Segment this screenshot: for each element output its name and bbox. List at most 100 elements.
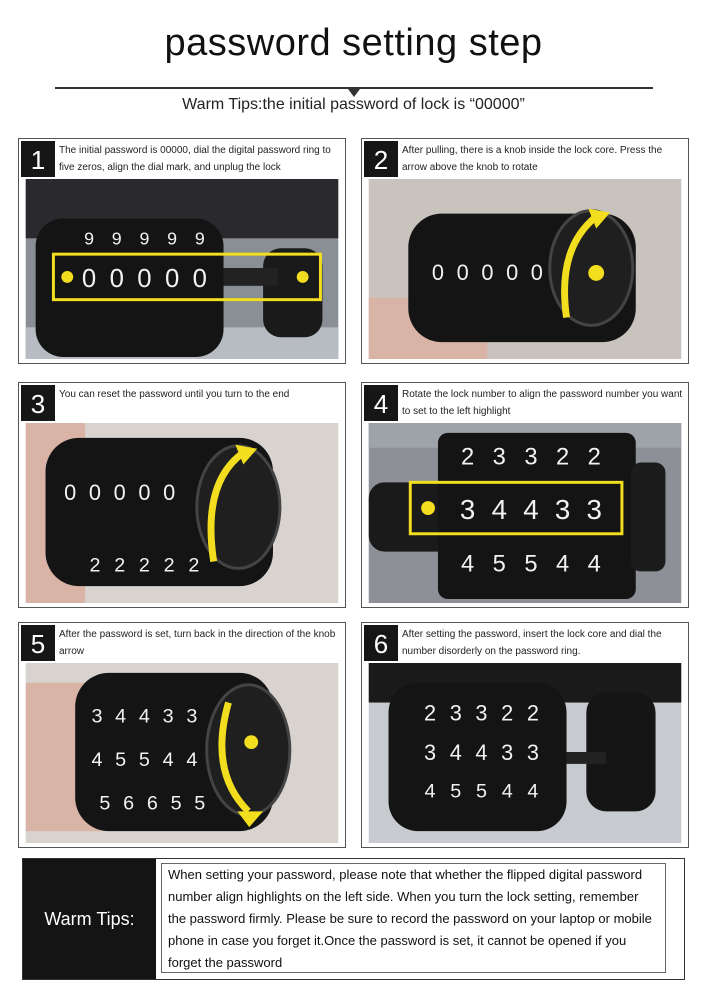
step-caption: After pulling, there is a knob inside th… (402, 145, 663, 173)
svg-text:4: 4 (556, 551, 569, 577)
svg-text:0: 0 (138, 480, 150, 505)
svg-text:5: 5 (139, 749, 150, 771)
svg-text:4: 4 (450, 740, 462, 765)
svg-text:4: 4 (91, 749, 102, 771)
step-number: 1 (21, 141, 55, 177)
svg-text:0: 0 (432, 260, 444, 285)
svg-text:6: 6 (123, 792, 134, 814)
svg-text:3: 3 (527, 740, 539, 765)
right-mark (296, 270, 309, 283)
svg-text:0: 0 (165, 265, 179, 293)
svg-text:2: 2 (188, 554, 199, 576)
svg-text:2: 2 (527, 700, 539, 725)
svg-text:4: 4 (425, 781, 436, 803)
svg-text:0: 0 (110, 265, 124, 293)
svg-text:0: 0 (481, 260, 493, 285)
warm-tips-box: Warm Tips: When setting your password, p… (22, 858, 685, 980)
svg-text:5: 5 (171, 792, 182, 814)
knob-mark (588, 265, 605, 281)
step-number: 6 (364, 625, 398, 661)
svg-text:4: 4 (588, 551, 601, 577)
svg-text:4: 4 (523, 494, 538, 525)
rotate-arrow-icon (207, 449, 246, 562)
step-3-panel: 3 You can reset the password until you t… (18, 382, 346, 608)
knob-mark (244, 735, 259, 750)
initial-password-tip: Warm Tips:the initial password of lock i… (182, 96, 525, 113)
warm-tips-label: Warm Tips: (23, 859, 156, 979)
svg-text:2: 2 (424, 700, 436, 725)
svg-text:4: 4 (186, 749, 197, 771)
svg-text:3: 3 (424, 740, 436, 765)
svg-text:3: 3 (475, 700, 487, 725)
svg-text:0: 0 (114, 480, 126, 505)
svg-text:2: 2 (139, 554, 150, 576)
svg-text:2: 2 (588, 445, 601, 471)
svg-text:0: 0 (506, 260, 518, 285)
svg-text:5: 5 (450, 781, 461, 803)
svg-text:5: 5 (194, 792, 205, 814)
svg-text:5: 5 (493, 551, 506, 577)
svg-text:5: 5 (476, 781, 487, 803)
svg-text:9: 9 (195, 228, 205, 248)
svg-text:9: 9 (139, 228, 149, 248)
step-5-panel: 5 After the password is set, turn back i… (18, 622, 346, 848)
svg-text:9: 9 (84, 228, 94, 248)
svg-text:3: 3 (460, 494, 475, 525)
svg-text:3: 3 (163, 705, 174, 727)
title-divider (55, 87, 653, 89)
svg-text:3: 3 (450, 700, 462, 725)
svg-text:2: 2 (89, 554, 100, 576)
left-mark (421, 501, 435, 515)
svg-text:5: 5 (99, 792, 110, 814)
svg-text:4: 4 (475, 740, 487, 765)
svg-text:5: 5 (115, 749, 126, 771)
svg-text:3: 3 (587, 494, 602, 525)
highlight-frame (51, 252, 322, 302)
svg-text:4: 4 (492, 494, 507, 525)
svg-text:3: 3 (501, 740, 513, 765)
svg-text:0: 0 (64, 480, 76, 505)
svg-text:2: 2 (461, 445, 474, 471)
svg-text:0: 0 (193, 265, 207, 293)
rotate-arrow-icon (218, 701, 251, 814)
svg-text:4: 4 (461, 551, 474, 577)
svg-text:9: 9 (112, 228, 122, 248)
step-number: 2 (364, 141, 398, 177)
svg-text:3: 3 (91, 705, 102, 727)
svg-text:9: 9 (167, 228, 177, 248)
svg-text:3: 3 (186, 705, 197, 727)
svg-text:4: 4 (163, 749, 174, 771)
step-2-panel: 2 After pulling, there is a knob inside … (361, 138, 689, 364)
step-caption: After setting the password, insert the l… (402, 629, 662, 657)
svg-text:2: 2 (114, 554, 125, 576)
svg-text:3: 3 (493, 445, 506, 471)
svg-text:2: 2 (556, 445, 569, 471)
svg-text:2: 2 (501, 700, 513, 725)
step-caption: After the password is set, turn back in … (59, 629, 336, 657)
svg-text:4: 4 (139, 705, 150, 727)
svg-text:2: 2 (164, 554, 175, 576)
divider-notch (348, 89, 360, 97)
step-6-panel: 6 After setting the password, insert the… (361, 622, 689, 848)
svg-text:0: 0 (89, 480, 101, 505)
svg-text:4: 4 (115, 705, 126, 727)
svg-text:4: 4 (502, 781, 513, 803)
svg-text:0: 0 (531, 260, 543, 285)
warm-tips-text: When setting your password, please note … (161, 863, 666, 973)
svg-text:0: 0 (137, 265, 151, 293)
step-4-panel: 4 Rotate the lock number to align the pa… (361, 382, 689, 608)
svg-text:0: 0 (457, 260, 469, 285)
highlight-frame (408, 480, 624, 536)
svg-text:5: 5 (524, 551, 537, 577)
